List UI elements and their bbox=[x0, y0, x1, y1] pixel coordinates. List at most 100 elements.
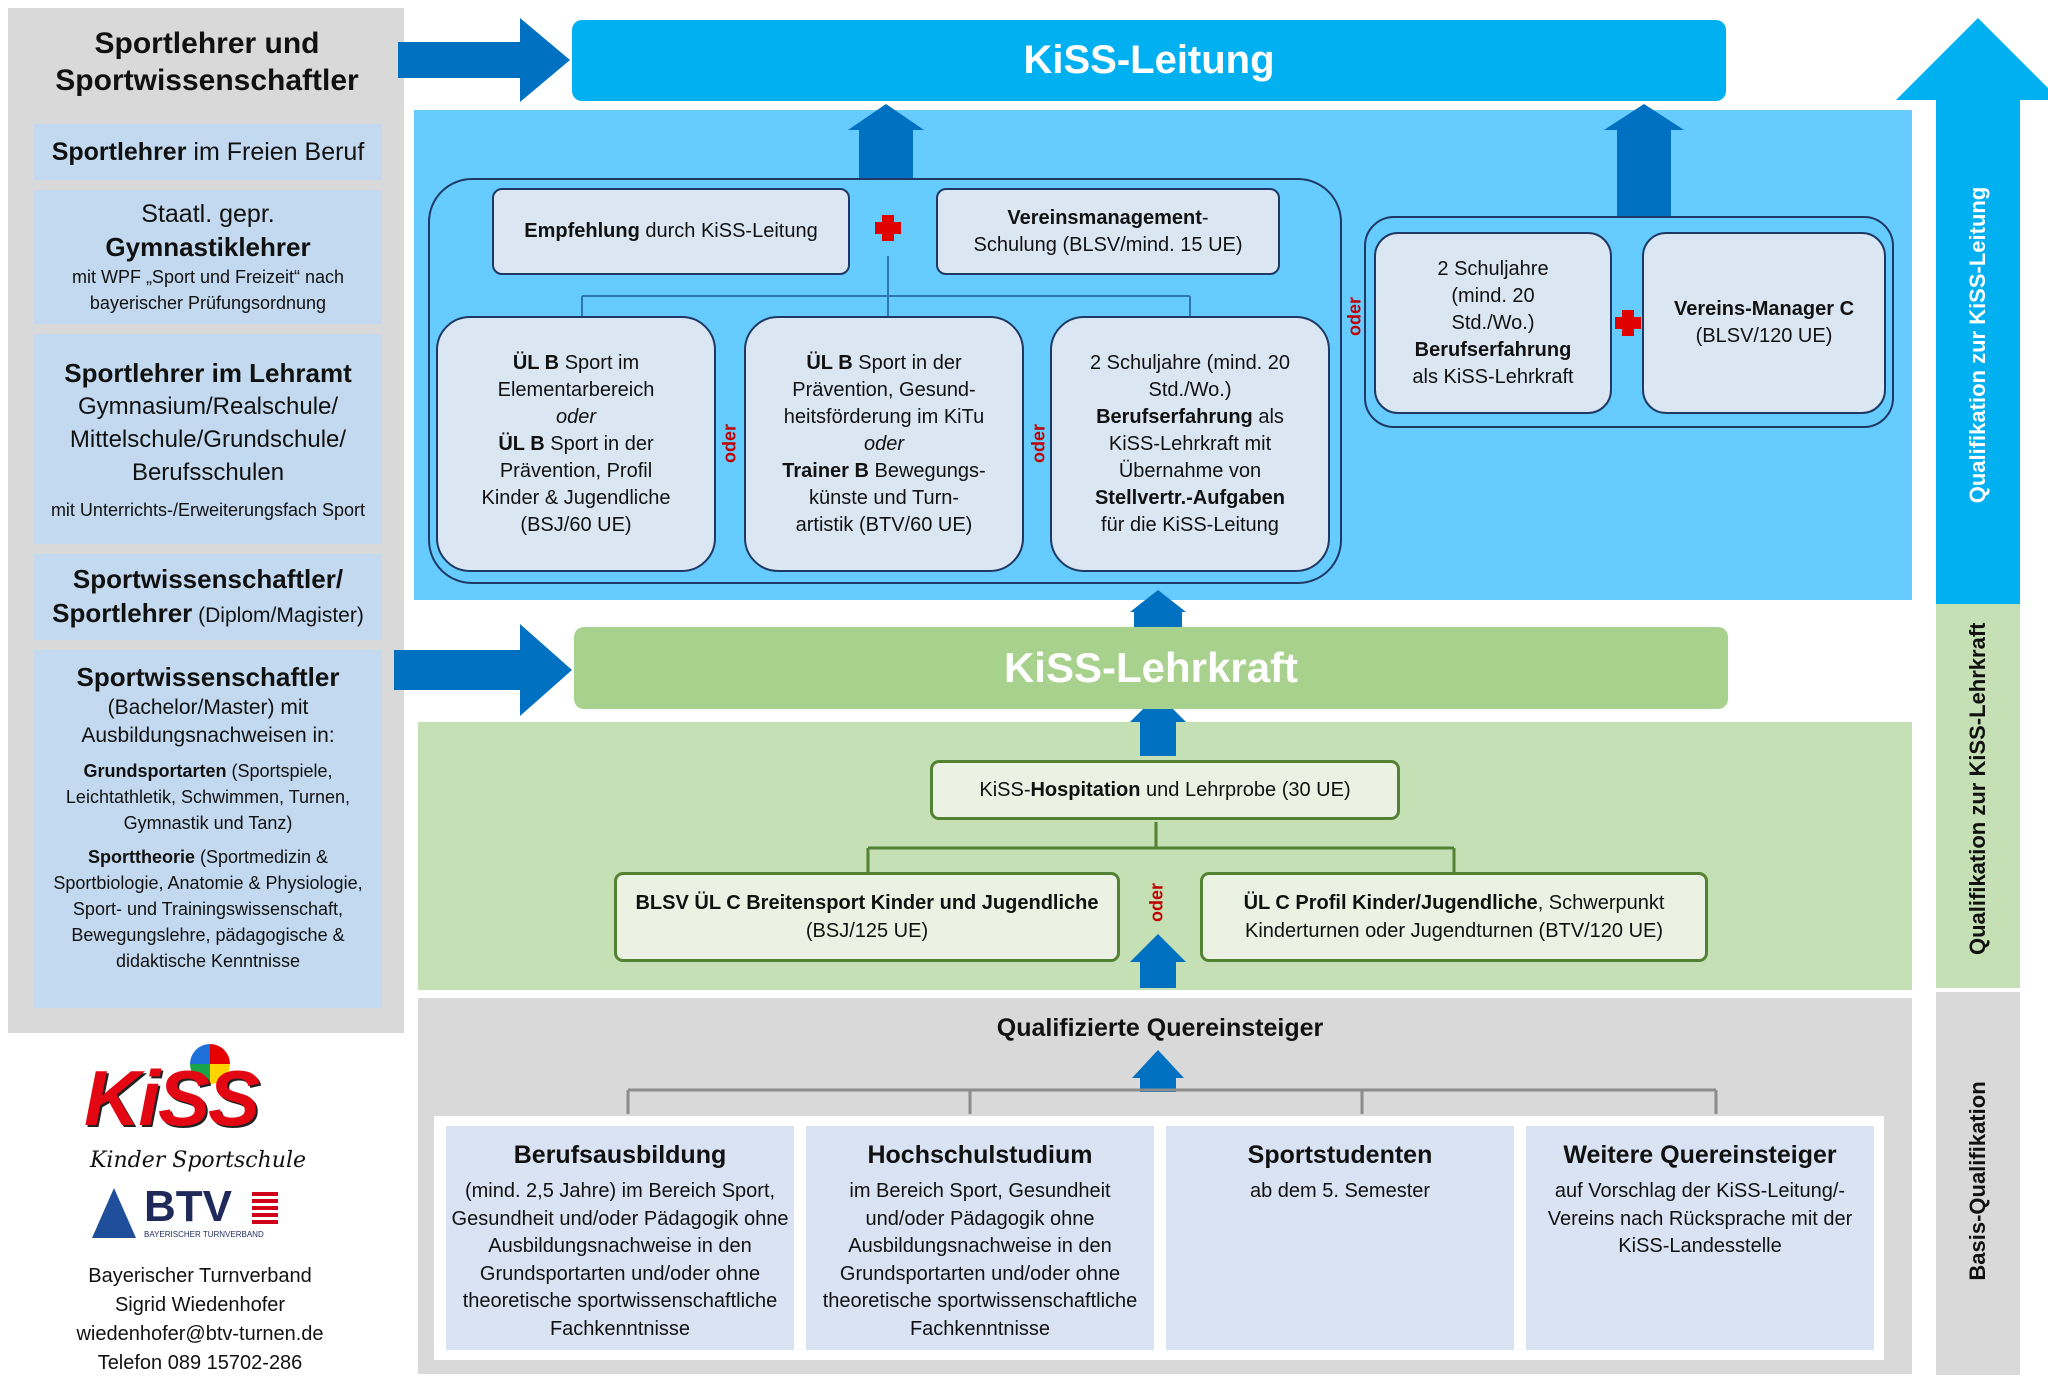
leitung-group-left bbox=[428, 178, 1342, 584]
lehramt-bold: Sportlehrer im Lehramt bbox=[64, 357, 352, 388]
lehramt-small: mit Unterrichts-/Erweiterungsfach Sport bbox=[50, 499, 366, 520]
opt2-l1b: ÜL B bbox=[806, 351, 853, 374]
opt3-l4: KiSS-Lehrkraft mit bbox=[1108, 432, 1272, 455]
ulc-profil-box: ÜL C Profil Kinder/Jugendliche, Schwerpu… bbox=[1200, 872, 1708, 962]
left-box-gymnastiklehrer: Staatl. gepr. Gymnastiklehrer mit WPF „S… bbox=[34, 190, 382, 324]
side-label-lehrkraft: Qualifikation zur KiSS-Lehrkraft bbox=[1965, 622, 1990, 956]
up-arrow-leitung-right bbox=[1604, 104, 1684, 216]
up-arrow-quer bbox=[1132, 1050, 1184, 1092]
gymnastik-line1: Staatl. gepr. bbox=[141, 200, 275, 228]
hosp-pre: KiSS- bbox=[979, 779, 1031, 801]
side-bar-basis bbox=[1936, 992, 2020, 1375]
plus-icon bbox=[875, 215, 1641, 336]
card-berufsausbildung-heading: Berufsausbildung bbox=[513, 1141, 727, 1169]
kiss-leitung-title: KiSS-Leitung bbox=[572, 20, 1726, 101]
alt-berufserfahrung-box: 2 Schuljahre (mind. 20 Std./Wo.) Berufse… bbox=[1374, 232, 1612, 414]
empfehlung-bold: Empfehlung bbox=[524, 220, 640, 242]
hosp-bold: Hospitation bbox=[1030, 779, 1141, 801]
left-box-bachelor: Sportwissenschaftler (Bachelor/Master) m… bbox=[34, 650, 382, 1008]
freier-beruf-bold: Sportlehrer bbox=[51, 137, 187, 166]
btv-logo-text: BTV bbox=[144, 1182, 232, 1231]
contact-phone: Telefon 089 15702-286 bbox=[97, 1352, 303, 1374]
contact-name: Sigrid Wiedenhofer bbox=[114, 1294, 286, 1316]
opt2-l4: oder bbox=[863, 432, 905, 455]
vereins-manager-box: Vereins-Manager C (BLSV/120 UE) bbox=[1642, 232, 1886, 414]
kiss-lehrkraft-title: KiSS-Lehrkraft bbox=[574, 627, 1728, 709]
card-berufsausbildung: Berufsausbildung (mind. 2,5 Jahre) im Be… bbox=[446, 1126, 794, 1350]
opt1-l1b: ÜL B bbox=[512, 351, 560, 374]
bachelor-bold: Sportwissenschaftler bbox=[76, 662, 340, 692]
opt1-l4b: ÜL B bbox=[498, 432, 545, 455]
side-bar-lehrkraft bbox=[1936, 604, 2020, 988]
hospitation-box: KiSS-Hospitation und Lehrprobe (30 UE) bbox=[930, 760, 1400, 820]
card-weitere-quereinsteiger: Weitere Quereinsteiger auf Vorschlag der… bbox=[1526, 1126, 1874, 1350]
alt1-l3: Std./Wo.) bbox=[1451, 311, 1535, 334]
alt2-rest: (BLSV/120 UE) bbox=[1695, 325, 1833, 347]
card-sportstudenten-heading: Sportstudenten bbox=[1247, 1141, 1433, 1169]
opt2-l5r: Bewegungs- bbox=[868, 459, 986, 482]
opt3-l3b: Berufserfahrung bbox=[1096, 405, 1253, 428]
vm-bold: Vereinsmanagement bbox=[1007, 206, 1202, 229]
btv-logo: BTV BAYERISCHER TURNVERBAND bbox=[92, 1184, 312, 1244]
option-berufserfahrung-stellvertr: 2 Schuljahre (mind. 20 Std./Wo.) Berufse… bbox=[1050, 316, 1330, 572]
up-arrow-basis bbox=[1130, 934, 1186, 988]
side-bar-leitung bbox=[1936, 96, 2020, 604]
opt1-l5: Prävention, Profil bbox=[499, 459, 653, 482]
left-box-diplom: Sportwissenschaftler/ Sportlehrer (Diplo… bbox=[34, 554, 382, 640]
bachelor-p2-bold: Sporttheorie bbox=[87, 847, 195, 867]
ulc-rest2: Kinderturnen oder Jugendturnen (BTV/120 … bbox=[1244, 920, 1664, 942]
kiss-logo: KiSS Kinder Sportschule bbox=[80, 1040, 320, 1180]
diplom-rest: (Diplom/Magister) bbox=[192, 603, 364, 627]
arrow-to-lehrkraft bbox=[394, 624, 572, 716]
blsv-ulc-box: BLSV ÜL C Breitensport Kinder und Jugend… bbox=[614, 872, 1120, 962]
alt1-l5: als KiSS-Lehrkraft bbox=[1412, 365, 1574, 388]
opt1-l4r: Sport in der bbox=[544, 432, 654, 455]
bachelor-p1-bold: Grundsportarten bbox=[83, 761, 227, 781]
vm-rest1: - bbox=[1201, 206, 1209, 229]
bachelor-p1-rest: (Sportspiele, Leichtathletik, Schwimmen,… bbox=[65, 761, 351, 833]
opt3-l3r: als bbox=[1252, 405, 1284, 428]
opt3-l2: Std./Wo.) bbox=[1148, 378, 1232, 401]
opt1-l7: (BSJ/60 UE) bbox=[520, 513, 632, 536]
card-sportstudenten-text: ab dem 5. Semester bbox=[1249, 1180, 1431, 1202]
opt3-l1: 2 Schuljahre (mind. 20 bbox=[1089, 351, 1291, 374]
hosp-rest: und Lehrprobe (30 UE) bbox=[1140, 779, 1351, 801]
side-label-basis: Basis-Qualifikation bbox=[1965, 1081, 1990, 1281]
alt1-l2: (mind. 20 bbox=[1451, 284, 1535, 307]
opt2-l2: Prävention, Gesund- bbox=[792, 378, 976, 401]
contact-block: Bayerischer Turnverband Sigrid Wiedenhof… bbox=[20, 1262, 380, 1378]
opt3-l6b: Stellvertr.-Aufgaben bbox=[1094, 486, 1286, 509]
opt1-l3: oder bbox=[555, 405, 597, 428]
up-arrow-leitung-left bbox=[848, 104, 924, 178]
opt1-l2: Elementarbereich bbox=[497, 378, 655, 401]
gymnastik-bold: Gymnastiklehrer bbox=[105, 232, 311, 262]
gymnastik-small: mit WPF „Sport und Freizeit“ nach bayeri… bbox=[71, 267, 345, 313]
side-label-leitung: Qualifikation zur KiSS-Leitung bbox=[1965, 186, 1990, 504]
contact-email[interactable]: wiedenhofer@btv-turnen.de bbox=[76, 1323, 324, 1345]
ulc-rest1: , Schwerpunkt bbox=[1537, 892, 1665, 914]
opt1-l1r: Sport im bbox=[559, 351, 640, 374]
left-box-freier-beruf: Sportlehrer im Freien Beruf bbox=[34, 124, 382, 180]
bachelor-p2-rest: (Sportmedizin & Sportbiologie, Anatomie … bbox=[53, 847, 363, 971]
oder-label-3: oder bbox=[1344, 297, 1365, 337]
opt2-l5b: Trainer B bbox=[782, 459, 869, 482]
card-weitere-text: auf Vorschlag der KiSS-Leitung/-Vereins … bbox=[1547, 1180, 1853, 1257]
alt1-l1: 2 Schuljahre bbox=[1437, 257, 1549, 280]
opt2-l3: heitsförderung im KiTu bbox=[783, 405, 985, 428]
diplom-bold1: Sportwissenschaftler/ bbox=[72, 563, 344, 594]
card-weitere-heading: Weitere Quereinsteiger bbox=[1563, 1141, 1837, 1169]
vm-rest2: Schulung (BLSV/mind. 15 UE) bbox=[973, 233, 1243, 256]
alt1-l4b: Berufserfahrung bbox=[1414, 338, 1572, 361]
diplom-bold2: Sportlehrer bbox=[52, 597, 193, 628]
opt1-l6: Kinder & Jugendliche bbox=[481, 486, 671, 509]
vereinsmanagement-box: Vereinsmanagement- Schulung (BLSV/mind. … bbox=[936, 188, 1280, 275]
kinder-sportschule-text: Kinder Sportschule bbox=[90, 1148, 307, 1173]
oder-label-1: oder bbox=[719, 424, 740, 464]
arrow-to-leitung bbox=[398, 18, 570, 102]
oder-label-4: oder bbox=[1146, 883, 1167, 923]
left-panel-header: Sportlehrer und Sportwissenschaftler bbox=[55, 27, 359, 97]
contact-org: Bayerischer Turnverband bbox=[88, 1265, 312, 1287]
opt3-l7: für die KiSS-Leitung bbox=[1101, 513, 1279, 536]
opt2-l1r: Sport in der bbox=[852, 351, 962, 374]
